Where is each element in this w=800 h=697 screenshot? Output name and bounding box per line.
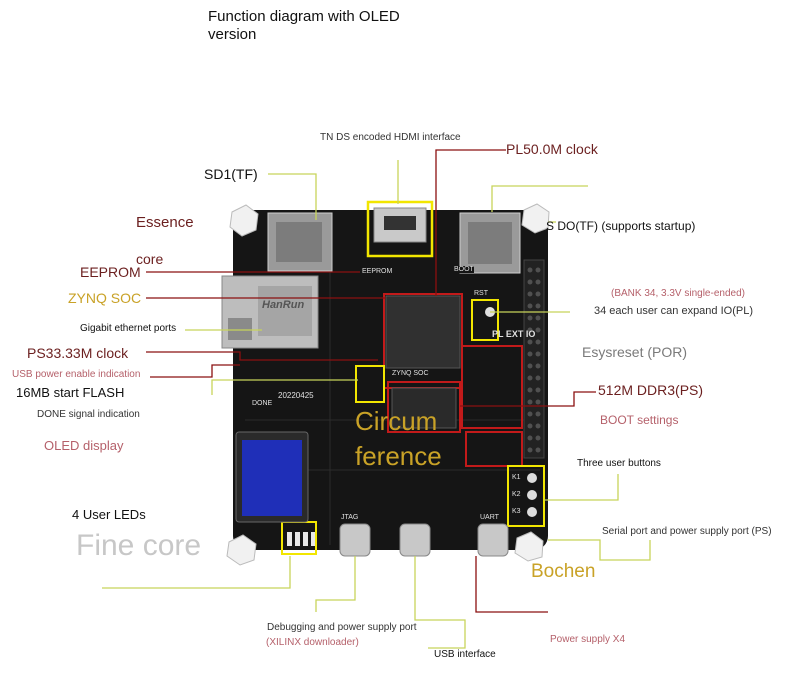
- label-usb-power-enable: USB power enable indication: [12, 369, 141, 380]
- diagram-title: Function diagram with OLED version: [208, 8, 400, 43]
- label-fine-core: Fine core: [76, 529, 202, 562]
- label-sd1-tf: SD1(TF): [204, 166, 258, 182]
- ddr3-chip: [387, 381, 461, 433]
- leader-lines-green: [102, 160, 651, 649]
- label-serial-power: Serial port and power supply port (PS): [602, 526, 772, 537]
- label-bochen: Bochen: [531, 561, 596, 582]
- board-text-boot: BOOT: [454, 266, 474, 273]
- zynq-soc-chip: [383, 293, 463, 389]
- label-ddr3: 512M DDR3(PS): [598, 382, 704, 398]
- label-circum: Circum: [355, 406, 438, 436]
- board-text-k1: K1: [512, 474, 521, 481]
- rj45-connector-icon: [221, 275, 319, 349]
- label-xilinx: (XILINX downloader): [266, 637, 359, 648]
- label-usb-interface: USB interface: [434, 649, 496, 660]
- board-text-eeprom: EEPROM: [362, 268, 393, 275]
- leader-lines-red: [146, 149, 596, 613]
- board-text-rst: RST: [474, 290, 488, 297]
- led-icon: [287, 532, 315, 546]
- label-flash: 16MB start FLASH: [16, 385, 125, 400]
- label-essence: Essence: [136, 214, 194, 231]
- board-text-k3: K3: [512, 508, 521, 515]
- board-text-k2: K2: [512, 491, 521, 498]
- board-text-jtag: JTAG: [341, 514, 359, 521]
- label-power-x4: Power supply X4: [550, 634, 626, 645]
- label-pl-clock: PL50.0M clock: [506, 141, 598, 157]
- label-bank34: (BANK 34, 3.3V single-ended): [611, 288, 745, 299]
- standoff-icon: [226, 203, 550, 566]
- hdmi-connector-icon: [366, 200, 434, 258]
- board-text-brand: PL EXT IO: [492, 329, 536, 339]
- board-text-zynq: ZYNQ SOC: [392, 370, 429, 377]
- label-core: core: [136, 251, 164, 267]
- board-text-date: 20220425: [278, 391, 314, 400]
- board-text-done: DONE: [252, 400, 273, 407]
- label-ference: ference: [355, 441, 442, 471]
- label-hdmi: TN DS encoded HDMI interface: [320, 132, 461, 143]
- label-sdo-tf: S DO(TF) (supports startup): [546, 219, 696, 233]
- pl-ext-io-header: [523, 259, 545, 459]
- push-button-icon: [507, 465, 545, 527]
- oled-display: [235, 431, 309, 523]
- label-ps-clock: PS33.33M clock: [27, 345, 129, 361]
- label-oled-display: OLED display: [44, 438, 124, 453]
- board-text-rj45: HanRun: [262, 299, 305, 311]
- label-four-leds: 4 User LEDs: [72, 507, 146, 522]
- label-gigabit: Gigabit ethernet ports: [80, 323, 177, 334]
- label-esysreset: Esysreset (POR): [582, 344, 688, 360]
- label-zynq-soc: ZYNQ SOC: [68, 290, 142, 306]
- tf-card-slot-icon: [267, 212, 333, 272]
- label-done-signal: DONE signal indication: [37, 409, 140, 420]
- label-debug-power: Debugging and power supply port: [267, 622, 417, 633]
- usb-c-connector-icon: [339, 523, 509, 557]
- label-user-io: 34 each user can expand IO(PL): [594, 305, 753, 317]
- label-boot-settings: BOOT settings: [600, 413, 679, 427]
- tf-card-slot-icon: [459, 212, 521, 274]
- board-text-uart: UART: [480, 514, 499, 521]
- label-three-buttons: Three user buttons: [577, 458, 661, 469]
- label-eeprom: EEPROM: [80, 264, 141, 280]
